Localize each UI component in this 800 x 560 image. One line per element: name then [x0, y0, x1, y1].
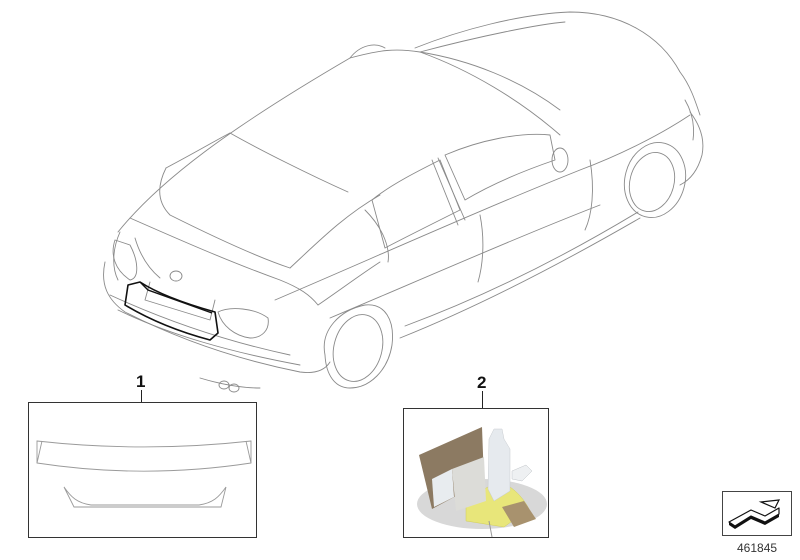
highlighted-film-outline — [124, 281, 219, 341]
arrow-next-icon — [728, 499, 781, 529]
film-parts-illustration — [36, 440, 252, 508]
callout-number-1[interactable]: 1 — [136, 372, 146, 391]
callout-number-2[interactable]: 2 — [477, 373, 487, 392]
callout-leader-2 — [482, 391, 483, 408]
part-box-2[interactable] — [403, 408, 549, 538]
diagram-part-number: 461845 — [737, 541, 778, 555]
part-box-1[interactable] — [28, 402, 257, 538]
next-page-button[interactable] — [722, 491, 792, 536]
application-kit-photo — [417, 427, 547, 538]
callout-leader-1 — [141, 390, 142, 402]
